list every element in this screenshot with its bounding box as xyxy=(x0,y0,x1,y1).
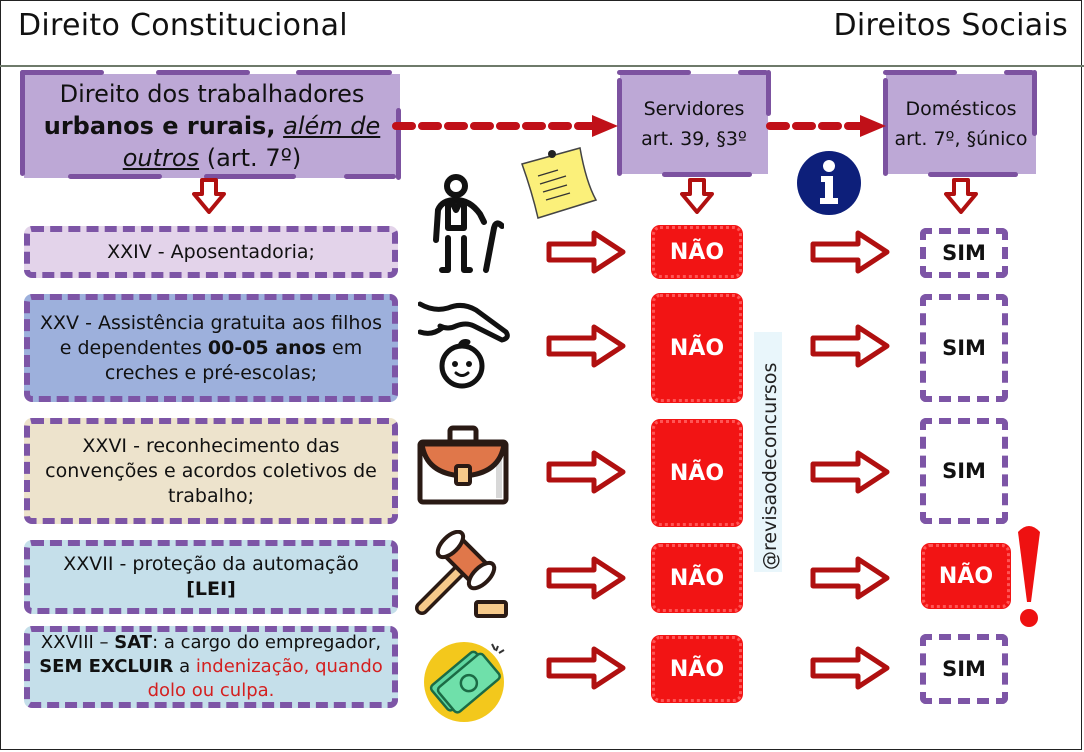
domesticos-answer-xxviii: SIM xyxy=(920,634,1008,704)
right-arrow-domesticos-xxvii xyxy=(810,556,890,600)
domesticos-answer-xxvii: NÃO xyxy=(922,544,1010,608)
dashed-arrow-to-domesticos xyxy=(766,115,886,137)
row-box-xxvi: XXVI - reconhecimento das convenções e a… xyxy=(24,418,398,524)
watermark: @revisaodeconcursos xyxy=(748,330,788,574)
right-arrow-servidores-xxvii xyxy=(546,556,626,600)
gavel-icon xyxy=(415,530,508,618)
elderly-with-cane-icon xyxy=(433,174,504,273)
domesticos-ref: art. 7º, §único xyxy=(894,128,1028,150)
main-box-underlined-1: além de xyxy=(283,112,381,140)
info-icon xyxy=(797,151,861,215)
domesticos-box: Domésticos art. 7º, §único xyxy=(883,70,1037,177)
down-arrow-main xyxy=(192,178,226,214)
right-arrow-servidores-xxiv xyxy=(546,230,626,274)
hand-protecting-baby-icon xyxy=(418,301,510,389)
servidores-box: Servidores art. 39, §3º xyxy=(617,70,771,177)
row-box-xxvii: XXVII - proteção da automação [LEI] xyxy=(24,540,398,614)
servidores-answer-xxviii: NÃO xyxy=(652,636,742,702)
header-right-title: Direitos Sociais xyxy=(833,8,1068,43)
right-arrow-domesticos-xxvi xyxy=(810,450,890,494)
main-box-line1: Direito dos trabalhadores xyxy=(59,80,365,108)
header-divider xyxy=(0,65,1084,67)
right-arrow-servidores-xxv xyxy=(546,324,626,368)
domesticos-title: Domésticos xyxy=(905,98,1017,120)
servidores-answer-xxiv: NÃO xyxy=(652,226,742,278)
servidores-answer-xxv: NÃO xyxy=(652,294,742,402)
right-arrow-domesticos-xxviii xyxy=(810,646,890,690)
servidores-ref: art. 39, §3º xyxy=(641,128,747,150)
right-arrow-servidores-xxviii xyxy=(546,646,626,690)
main-rights-box: Direito dos trabalhadores urbanos e rura… xyxy=(20,70,401,180)
main-box-article: (art. 7º) xyxy=(199,144,302,172)
domesticos-answer-xxv: SIM xyxy=(920,294,1008,402)
right-arrow-domesticos-xxv xyxy=(810,324,890,368)
row-box-xxv: XXV - Assistência gratuita aos filhos e … xyxy=(24,294,398,402)
watermark-text: @revisaodeconcursos xyxy=(759,363,781,570)
row-text: XXIV - Aposentadoria; xyxy=(107,240,315,263)
sticky-note-icon xyxy=(521,147,598,219)
main-box-underlined-2: outros xyxy=(122,144,200,172)
right-arrow-domesticos-xxiv xyxy=(810,230,890,274)
servidores-answer-xxvi: NÃO xyxy=(652,420,742,526)
servidores-title: Servidores xyxy=(643,98,745,120)
down-arrow-servidores xyxy=(680,178,714,214)
row-box-xxiv: XXIV - Aposentadoria; xyxy=(24,226,398,278)
header-left-title: Direito Constitucional xyxy=(18,8,348,43)
exclamation-icon xyxy=(1018,526,1040,627)
dashed-arrow-to-servidores xyxy=(392,115,618,137)
down-arrow-domesticos xyxy=(944,178,978,214)
briefcase-icon xyxy=(417,425,509,505)
domesticos-answer-xxvi: SIM xyxy=(920,418,1008,524)
domesticos-answer-xxiv: SIM xyxy=(920,228,1008,278)
money-bills-icon xyxy=(424,642,505,722)
row-box-xxviii: XXVIII – SAT: a cargo do empregador, SEM… xyxy=(24,626,398,708)
main-box-bold: urbanos e rurais, xyxy=(43,112,276,140)
servidores-answer-xxvii: NÃO xyxy=(652,544,742,612)
right-arrow-servidores-xxvi xyxy=(546,450,626,494)
